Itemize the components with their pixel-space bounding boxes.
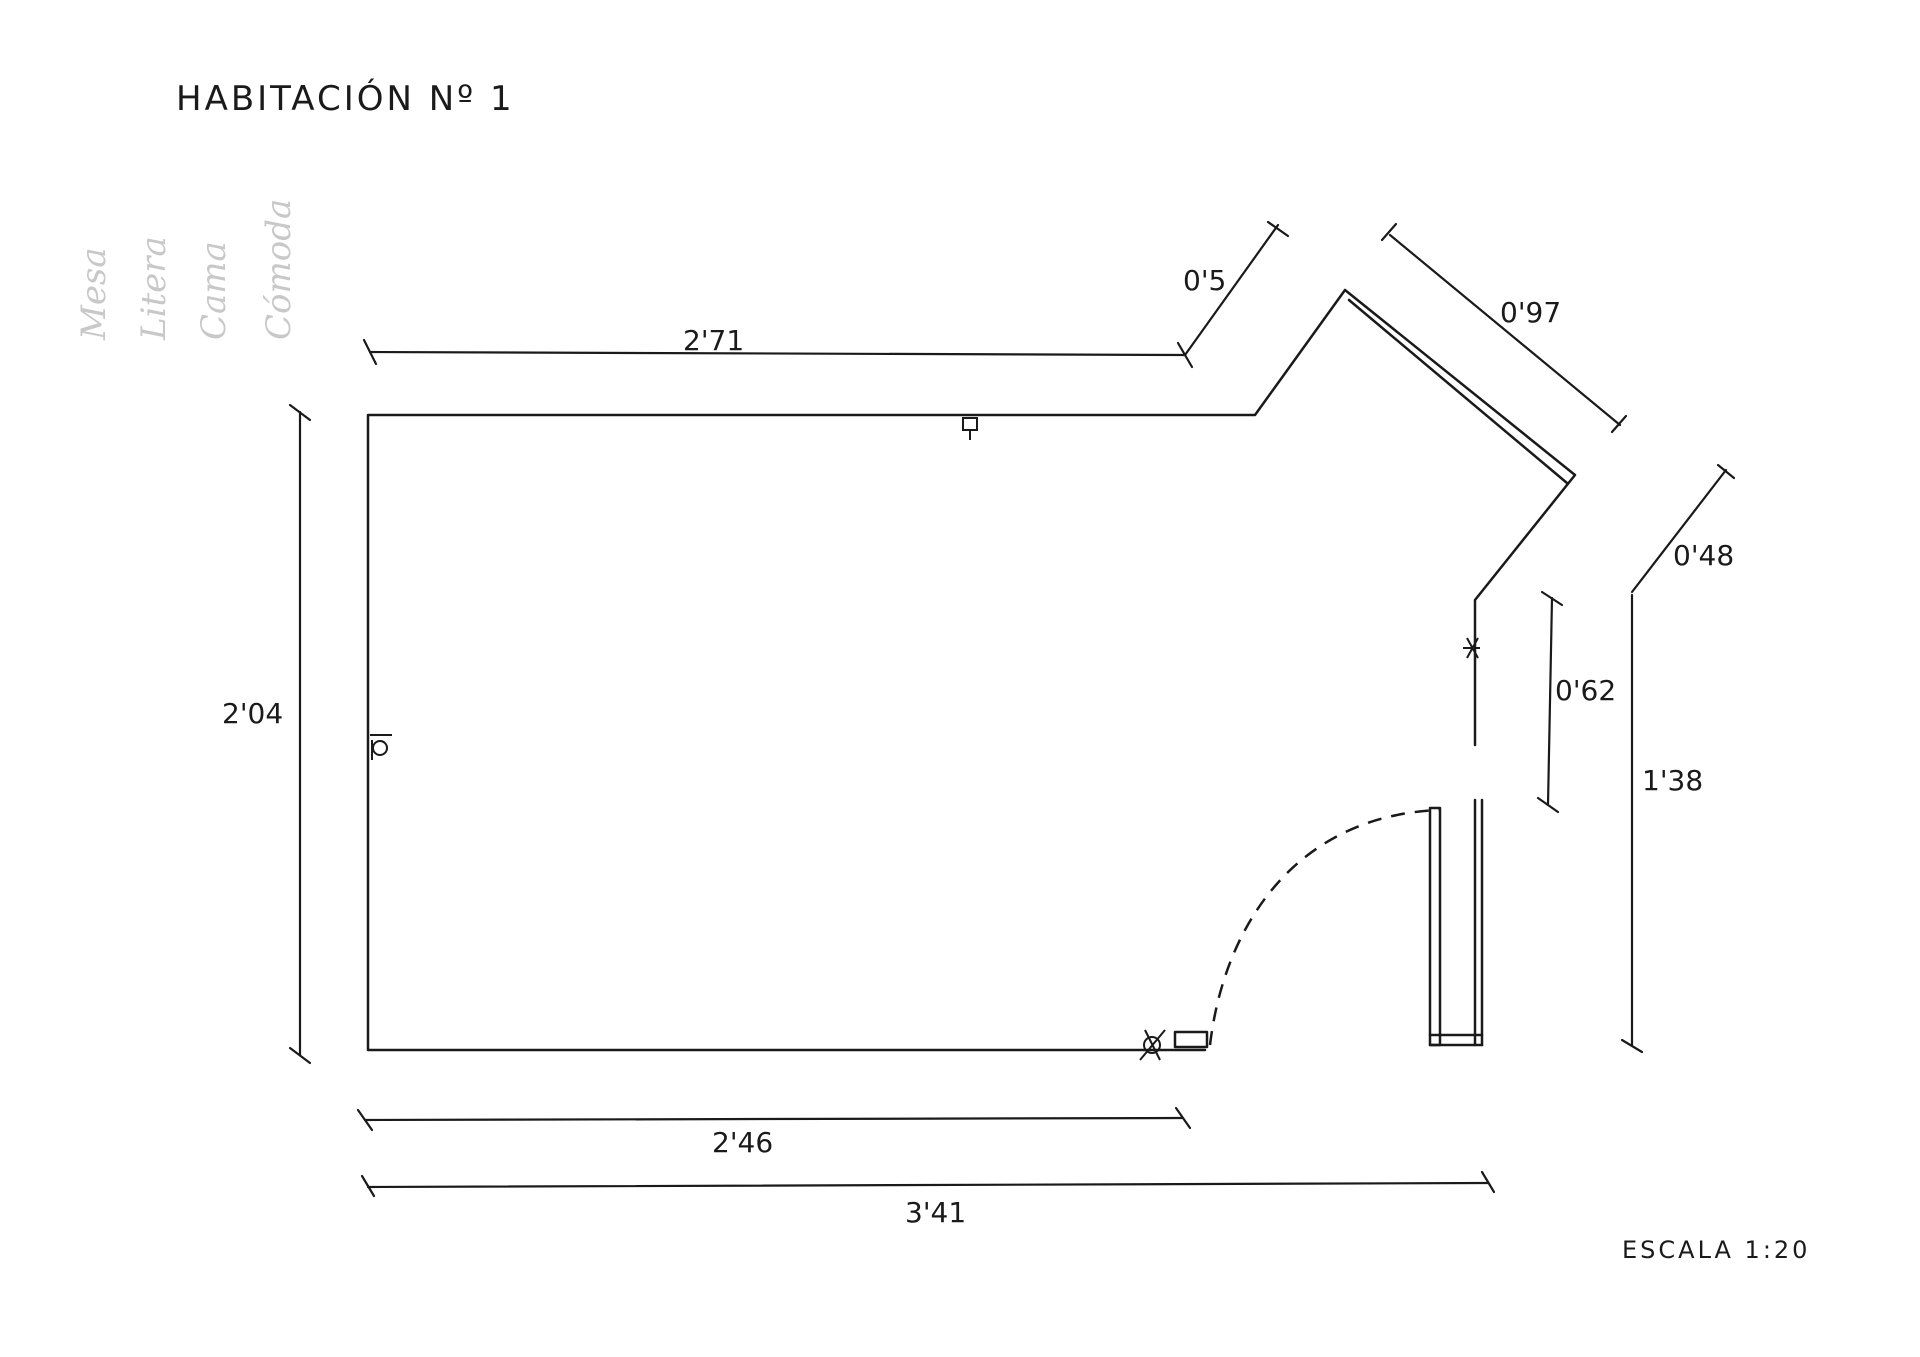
label-right-upper: 0'62 bbox=[1555, 674, 1616, 707]
label-bottom-wall: 2'46 bbox=[712, 1126, 773, 1159]
outlet-symbols bbox=[370, 417, 1480, 1061]
label-top-wall: 2'71 bbox=[683, 324, 744, 357]
label-right-lower: 1'38 bbox=[1642, 764, 1703, 797]
dim-long-diagonal bbox=[1388, 233, 1622, 427]
dim-right-diagonal bbox=[1630, 468, 1728, 594]
dim-total-width bbox=[366, 1181, 1490, 1189]
dim-tick bbox=[1174, 1106, 1192, 1130]
plan-title: HABITACIÓN Nº 1 bbox=[176, 78, 515, 119]
dim-tick bbox=[356, 1108, 374, 1132]
dim-right-upper bbox=[1546, 596, 1554, 807]
dim-tick bbox=[1716, 463, 1736, 480]
outlet-top-icon bbox=[962, 417, 978, 440]
dim-tick bbox=[360, 1174, 376, 1198]
dim-tick bbox=[1380, 222, 1398, 242]
dim-tick bbox=[362, 338, 378, 366]
dim-tick bbox=[1536, 796, 1560, 814]
label-left-wall: 2'04 bbox=[222, 697, 283, 730]
faint-note-3: Cama bbox=[194, 241, 234, 340]
label-right-diagonal: 0'48 bbox=[1673, 539, 1734, 572]
dim-tick bbox=[1610, 414, 1628, 434]
switch-right-icon bbox=[1463, 637, 1480, 659]
faint-note-2: Litera bbox=[134, 236, 174, 341]
faint-note-1: Mesa bbox=[74, 247, 114, 341]
dim-tick bbox=[288, 403, 312, 422]
scale-note: ESCALA 1:20 bbox=[1622, 1236, 1810, 1264]
dim-short-diagonal bbox=[1183, 223, 1280, 357]
label-long-diagonal: 0'97 bbox=[1500, 296, 1561, 329]
dim-tick bbox=[1620, 1038, 1644, 1054]
dim-top-wall bbox=[368, 350, 1187, 357]
dim-tick bbox=[1480, 1170, 1496, 1194]
dim-tick bbox=[1540, 590, 1564, 607]
dim-bottom-wall bbox=[363, 1116, 1184, 1122]
label-total-width: 3'41 bbox=[905, 1196, 966, 1229]
dim-tick bbox=[288, 1046, 312, 1065]
switch-door-icon bbox=[1139, 1029, 1166, 1061]
faint-note-4: Cómoda bbox=[259, 199, 299, 340]
dim-tick bbox=[1266, 220, 1290, 238]
door-leaf bbox=[1428, 806, 1442, 1047]
faint-notes: Mesa Litera Cama Cómoda bbox=[74, 199, 299, 341]
door-stop bbox=[1173, 1030, 1209, 1049]
wall-outline bbox=[366, 288, 1577, 1052]
window-line bbox=[1347, 298, 1569, 485]
dimension-lines bbox=[288, 220, 1736, 1198]
label-short-diagonal: 0'5 bbox=[1183, 264, 1226, 297]
outlet-left-icon bbox=[370, 734, 392, 760]
room-walls bbox=[366, 288, 1577, 1052]
dimension-labels: 2'71 0'5 0'97 0'48 2'04 0'62 1'38 2'46 3… bbox=[222, 264, 1734, 1229]
door-swing-arc bbox=[1208, 808, 1441, 1046]
